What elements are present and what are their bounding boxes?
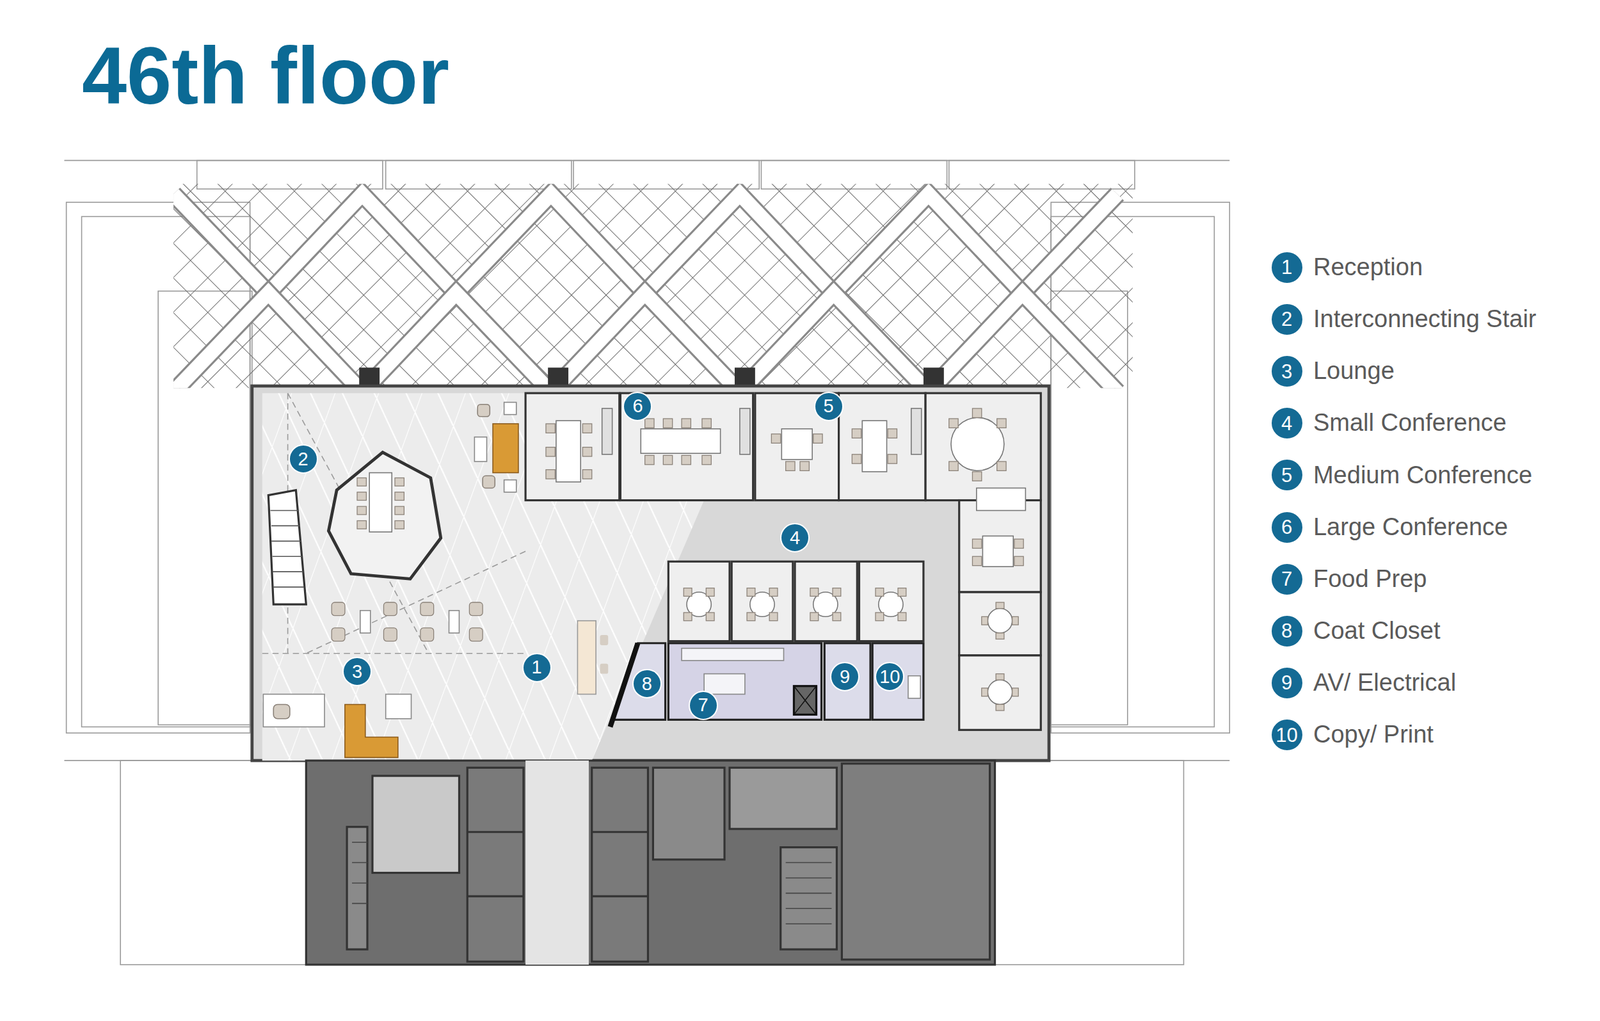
legend-label: Reception xyxy=(1313,252,1423,283)
callout-number: 1 xyxy=(1281,257,1293,278)
callout-number: 5 xyxy=(1281,465,1293,486)
callout-number: 9 xyxy=(839,667,850,687)
callout-number: 2 xyxy=(297,449,308,469)
callout-number: 7 xyxy=(1281,568,1293,589)
callout-circle: 4 xyxy=(1270,406,1304,440)
callout-number: 3 xyxy=(352,662,363,681)
callout-circle: 10 xyxy=(1270,718,1304,752)
callout-circle: 2 xyxy=(1270,302,1304,336)
callout-number: 6 xyxy=(632,396,643,416)
legend-label: Medium Conference xyxy=(1313,460,1533,491)
callout-circle: 5 xyxy=(814,391,844,422)
service-rooms xyxy=(609,643,923,728)
callout-circle: 3 xyxy=(1270,354,1304,388)
callout-circle: 6 xyxy=(622,391,653,422)
callout-circle: 8 xyxy=(632,668,662,699)
callout-number: 8 xyxy=(641,674,653,694)
legend-label: AV/ Electrical xyxy=(1313,668,1456,698)
callout-circle: 6 xyxy=(1270,510,1304,544)
callout-number: 6 xyxy=(1281,517,1293,537)
callout-circle: 5 xyxy=(1270,458,1304,492)
stair-and-hexagon-room xyxy=(268,452,441,605)
callout-circle: 7 xyxy=(1270,562,1304,596)
callout-circle: 3 xyxy=(342,656,372,687)
legend-label: Interconnecting Stair xyxy=(1313,304,1537,335)
callout-circle: 4 xyxy=(780,522,810,553)
callout-circle: 1 xyxy=(1270,250,1304,285)
page-title: 46th floor xyxy=(81,32,450,121)
legend-label: Large Conference xyxy=(1313,512,1508,543)
callout-number: 3 xyxy=(1281,361,1293,382)
diagrid-structure xyxy=(173,183,1133,393)
conference-rooms xyxy=(525,392,1041,730)
callout-number: 5 xyxy=(823,396,834,416)
callout-number: 9 xyxy=(1281,672,1293,693)
callout-circle: 9 xyxy=(1270,666,1304,700)
legend-label: Coat Closet xyxy=(1313,616,1441,646)
lounge-furniture xyxy=(263,401,608,758)
callout-circle: 1 xyxy=(522,652,552,683)
callout-circle: 9 xyxy=(830,661,860,692)
legend-label: Food Prep xyxy=(1313,564,1427,594)
callout-number: 4 xyxy=(789,528,800,548)
callout-number: 4 xyxy=(1281,413,1293,434)
legend-label: Lounge xyxy=(1313,356,1395,386)
callout-circle: 8 xyxy=(1270,614,1304,648)
callout-number: 7 xyxy=(697,695,708,715)
building-core xyxy=(305,760,995,965)
callout-number: 2 xyxy=(1281,309,1293,329)
legend-label: Small Conference xyxy=(1313,408,1507,438)
callout-number: 8 xyxy=(1281,620,1293,641)
callout-circle: 7 xyxy=(688,690,719,720)
callout-number: 1 xyxy=(531,657,543,677)
callout-number: 10 xyxy=(1275,725,1298,745)
callout-circle: 2 xyxy=(288,444,319,474)
callout-number: 10 xyxy=(879,667,900,687)
floor-area xyxy=(252,385,1049,761)
legend-label: Copy/ Print xyxy=(1313,720,1434,750)
building-outline xyxy=(64,160,1230,965)
